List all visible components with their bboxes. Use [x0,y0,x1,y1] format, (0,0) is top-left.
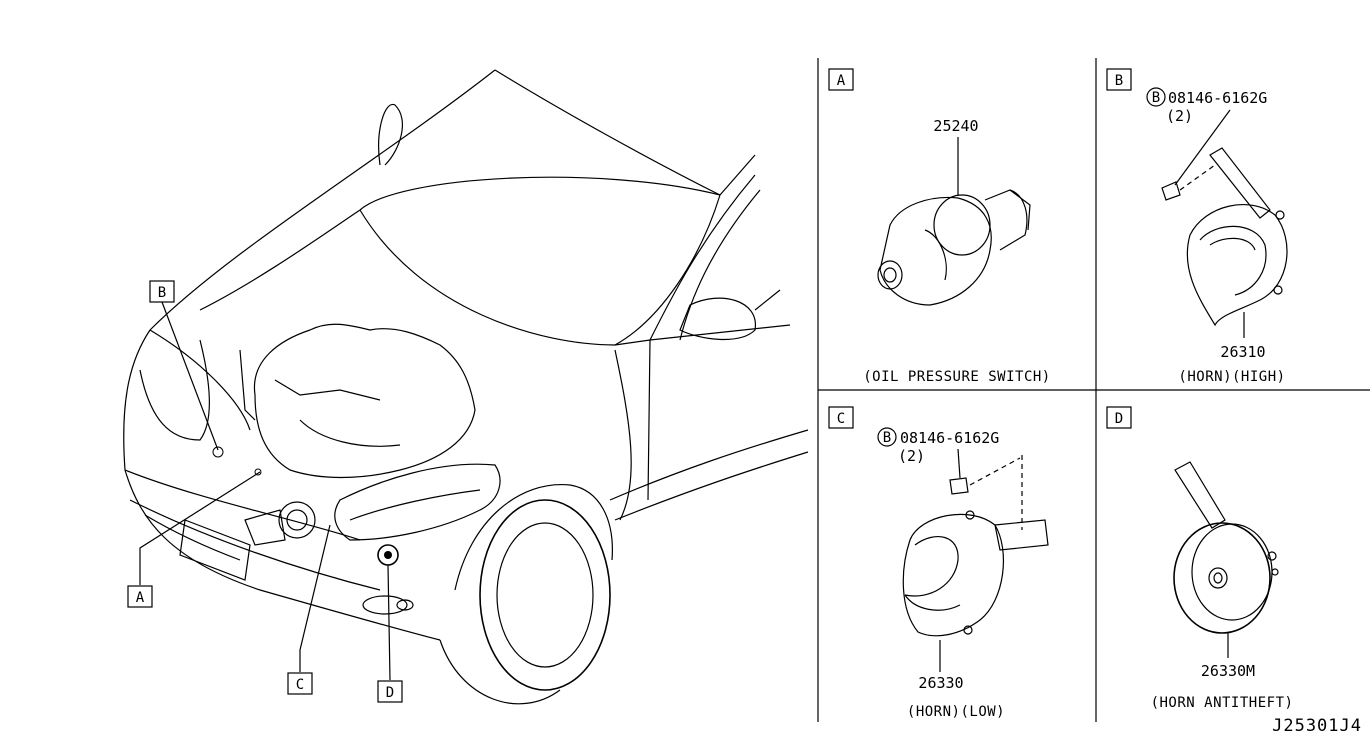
panel-a: A 25240 (OIL PRESSURE SWITCH) [828,68,1051,385]
panel-b-bolt-symbol-circle [1146,87,1166,107]
callout-c: C [287,672,313,695]
panel-b-bolt-number: 08146-6162G [1168,89,1267,107]
panel-b-caption: (HORN)(HIGH) [1178,369,1285,385]
panel-b-bolt-symbol: B [1152,90,1160,106]
panel-c-bolt-symbol: B [883,430,891,446]
panel-c-bolt-number: 08146-6162G [900,429,999,447]
panel-c-part-number: 26330 [918,674,963,692]
horn-low-drawing [902,455,1049,637]
panel-b-part-number: 26310 [1220,343,1265,361]
callout-d: D [377,680,403,703]
callout-a-label: A [136,590,145,606]
panel-b-letter: B [1115,73,1123,89]
diagram-code: J25301J4 [1272,716,1362,736]
car-illustration [123,69,809,705]
callout-a: A [127,585,153,608]
panel-c-bolt-symbol-circle [877,427,897,447]
panel-d-caption: (HORN ANTITHEFT) [1151,695,1294,711]
horn-high-drawing [1161,147,1288,327]
callout-c-label: C [296,677,304,693]
horn-antitheft-drawing [1173,461,1279,634]
panel-a-caption: (OIL PRESSURE SWITCH) [863,369,1051,385]
panel-c-letter: C [837,411,845,427]
panel-c-bolt-qty: (2) [898,447,925,465]
panel-b: B B 08146-6162G (2) 26310 (HORN)(HIGH) [1106,68,1288,385]
panel-d-letter: D [1115,411,1123,427]
callout-d-label: D [386,685,394,701]
panel-grid [817,58,1370,722]
oil-pressure-switch-drawing [877,189,1031,306]
panel-c-caption: (HORN)(LOW) [907,704,1005,720]
panel-b-bolt-qty: (2) [1166,107,1193,125]
callout-leaders [139,301,391,681]
callout-b: B [149,280,175,303]
panel-d: D 26330M (HORN ANTITHEFT) [1106,406,1294,711]
callout-b-label: B [158,285,166,301]
panel-a-letter: A [837,73,846,89]
panel-d-part-number: 26330M [1201,662,1255,680]
panel-c: C B 08146-6162G (2) 26330 (HORN)(LOW) [828,406,1049,720]
panel-a-part-number: 25240 [933,117,978,135]
